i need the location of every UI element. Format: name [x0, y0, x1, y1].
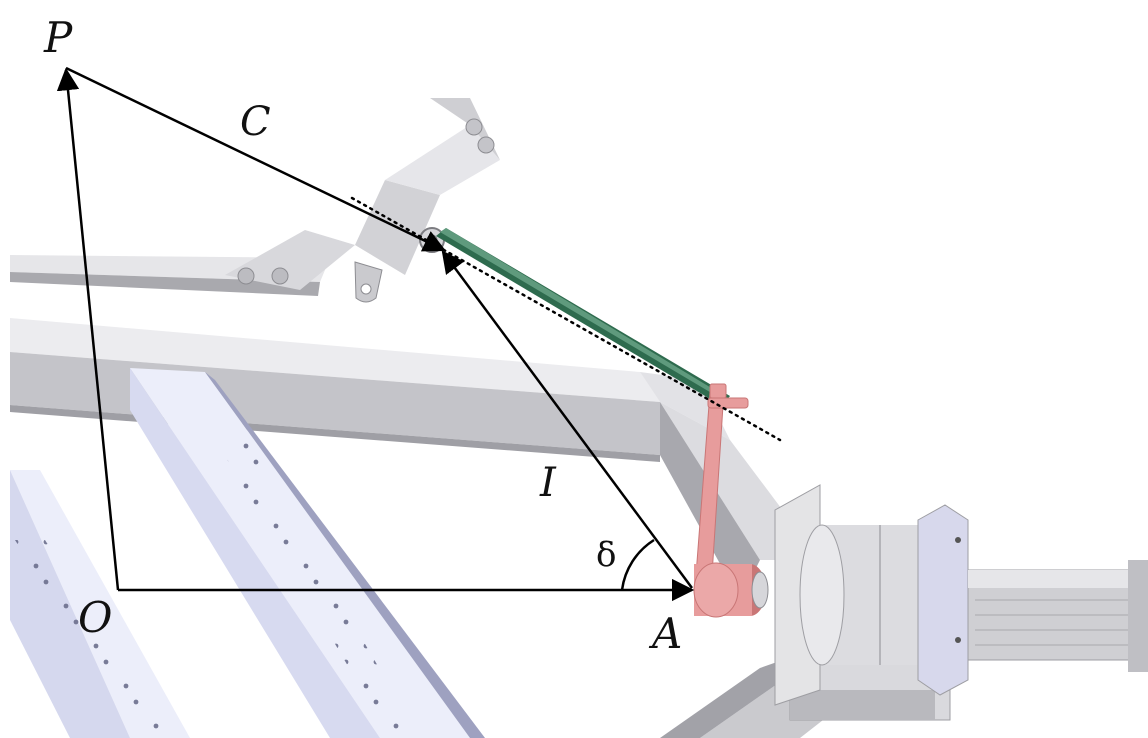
label-delta: δ: [596, 535, 616, 575]
frame-top-rail-top: [10, 318, 660, 402]
bolt-icon: [237, 267, 255, 285]
clevis-hole: [360, 283, 372, 295]
crossbar-middle-side: [205, 372, 485, 738]
crank-hub-front: [693, 562, 739, 618]
bolt-icon: [271, 267, 289, 285]
gearbox-front: [799, 524, 845, 666]
vector-PC: [65, 66, 447, 252]
label-A: A: [648, 609, 682, 658]
label-I: I: [539, 460, 557, 506]
motor-body-top: [968, 570, 1133, 588]
bracket-arm: [430, 98, 500, 160]
bolt-icon: [477, 136, 495, 154]
bracket-top: [385, 125, 500, 195]
angle-delta-arc: [620, 538, 655, 591]
motor-end-cap: [1128, 560, 1148, 672]
motor-tray-front: [790, 690, 935, 720]
actuator-rod-highlight: [440, 228, 728, 401]
vector-AI: [441, 250, 694, 589]
motor-flange: [917, 504, 969, 696]
crossbar-left-top: [10, 470, 190, 738]
flange-hole: [955, 537, 961, 543]
crossbar-left-holes: [15, 540, 170, 738]
crank: [693, 383, 769, 618]
linkage-plate-lower: [225, 230, 355, 290]
actuator: [436, 228, 730, 406]
crossbar-middle-face: [130, 368, 380, 738]
crank-pin-head: [709, 383, 727, 399]
flange-hole: [955, 637, 961, 643]
vectors: [56, 66, 695, 602]
bolt-icon: [465, 118, 483, 136]
vector-OP: [56, 67, 120, 591]
motor-assembly: [774, 484, 1148, 721]
label-C: C: [240, 99, 271, 145]
cross-bars: [10, 368, 485, 738]
crossbar-middle-holes: [210, 430, 420, 738]
actuator-axis-dotted: [350, 196, 782, 442]
crank-shaft: [751, 571, 769, 609]
label-O: O: [78, 593, 112, 642]
clevis-hanger: [354, 261, 383, 303]
label-P: P: [43, 13, 73, 62]
